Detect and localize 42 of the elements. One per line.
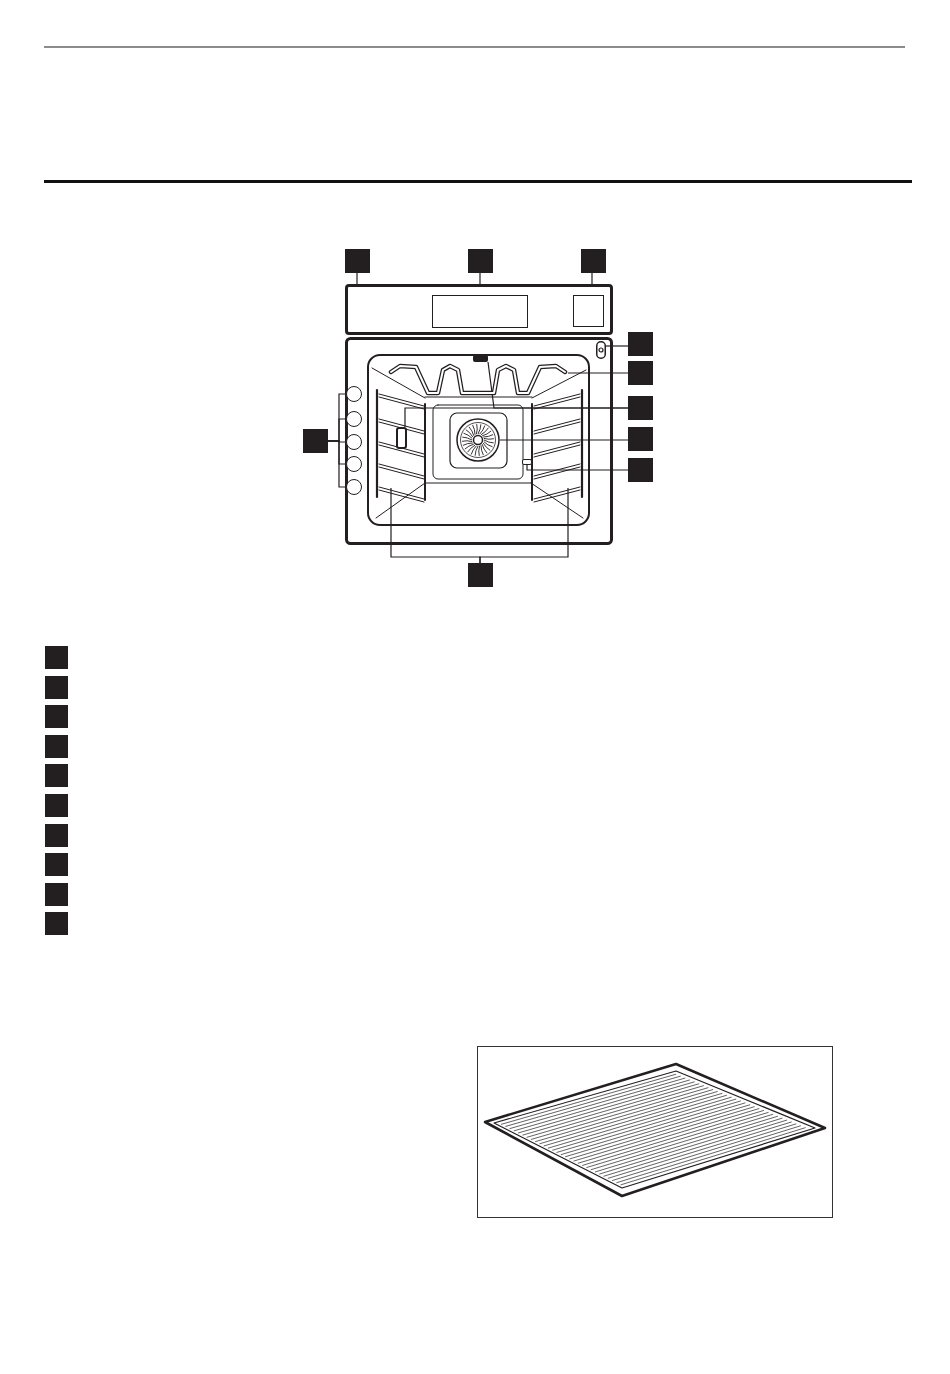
leader-line [567,372,629,374]
leader-line [479,487,569,564]
lamp-icon [396,427,407,449]
callout-marker [628,332,653,356]
callout-marker [581,249,606,273]
callout-marker [628,458,653,482]
shelf-position-marker [346,456,362,472]
callout-marker [45,794,68,817]
callout-marker [45,912,68,935]
callout-marker [345,249,370,273]
leader-line [605,345,629,347]
sensor-icon [522,459,532,465]
socket-icon [596,341,606,359]
shelf-position-marker [346,411,362,427]
leader-line [499,439,629,441]
callout-marker [468,249,493,273]
leader-line [404,407,629,428]
callout-marker [303,429,328,453]
lamp-icon [473,355,488,362]
control-area [573,295,604,327]
callout-marker [45,646,68,669]
callout-marker [628,396,653,420]
heating-element [388,363,568,396]
callout-marker [468,563,493,587]
callout-marker [45,735,68,758]
callout-marker [45,853,68,876]
callout-marker [628,427,653,451]
control-panel [345,284,613,335]
shelf-position-marker [346,386,362,402]
leader-line [356,272,358,285]
callout-marker [45,676,68,699]
shelf-position-marker [346,479,362,495]
callout-marker [45,705,68,728]
fan-icon [456,418,500,462]
callout-marker [628,361,653,385]
leader-line [327,440,347,488]
shelf-position-marker [346,434,362,450]
callout-marker [45,764,68,787]
callout-marker [45,824,68,847]
leader-line [526,464,629,471]
display-window [432,295,528,328]
callout-marker [45,883,68,906]
